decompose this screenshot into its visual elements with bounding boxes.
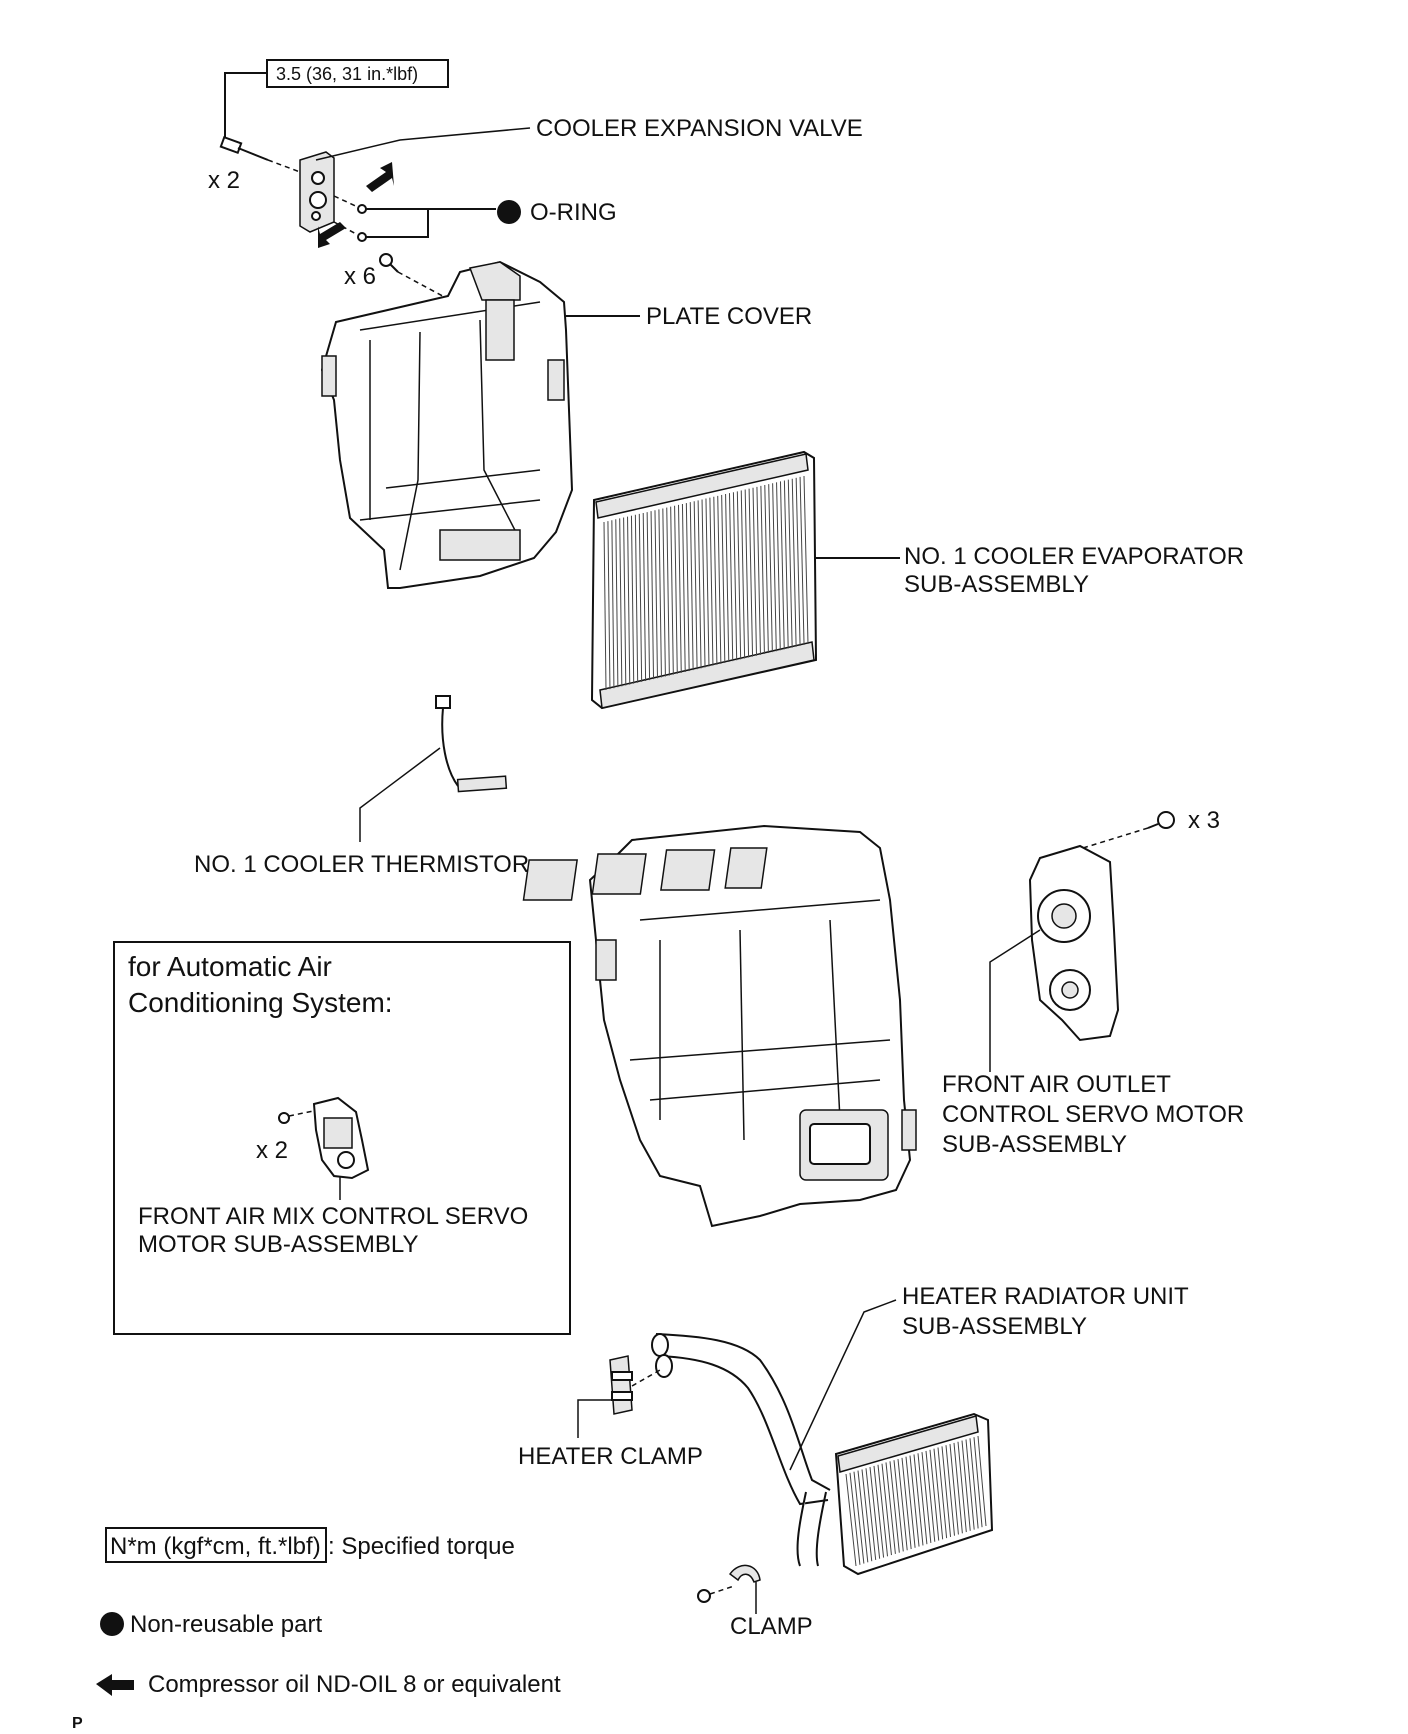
outlet-servo-motor-icon	[1028, 844, 1120, 1042]
label-clamp: CLAMP	[730, 1613, 813, 1640]
cooler-thermistor-icon	[435, 695, 508, 793]
label-heater-radiator-line1: HEATER RADIATOR UNIT	[902, 1283, 1189, 1310]
o-ring-icon	[357, 232, 367, 242]
label-outlet-servo-line3: SUB-ASSEMBLY	[942, 1131, 1127, 1158]
o-ring-icon	[357, 204, 367, 214]
label-o-ring: O-RING	[530, 199, 617, 226]
cooler-expansion-valve-icon	[299, 151, 335, 233]
oil-arrow-icon	[318, 222, 346, 248]
label-heater-clamp: HEATER CLAMP	[518, 1443, 703, 1470]
inset-title-line2: Conditioning System:	[128, 987, 393, 1018]
plate-cover-icon	[320, 260, 574, 589]
oil-arrow-icon	[96, 1674, 134, 1696]
legend: N*m (kgf*cm, ft.*lbf) : Specified torque…	[96, 1527, 561, 1698]
label-outlet-servo-line2: CONTROL SERVO MOTOR	[942, 1101, 1244, 1128]
legend-torque-text: : Specified torque	[328, 1533, 515, 1560]
mix-servo-screw-qty: x 2	[256, 1137, 288, 1164]
cooler-evaporator-icon	[590, 450, 818, 710]
label-evaporator-line1: NO. 1 COOLER EVAPORATOR	[904, 543, 1244, 570]
air-conditioning-case-icon	[522, 824, 917, 1228]
non-reusable-mark-icon	[497, 200, 521, 224]
corner-mark: P	[72, 1715, 83, 1732]
servo-screw-icon	[1069, 811, 1175, 853]
cover-screw-icon	[379, 253, 451, 301]
valve-bolt-qty: x 2	[208, 167, 240, 194]
label-evaporator-line2: SUB-ASSEMBLY	[904, 571, 1089, 598]
oil-arrow-icon	[366, 162, 394, 192]
legend-compressor-oil: Compressor oil ND-OIL 8 or equivalent	[148, 1671, 561, 1698]
legend-torque-unit: N*m (kgf*cm, ft.*lbf)	[110, 1533, 321, 1560]
label-thermistor: NO. 1 COOLER THERMISTOR	[194, 851, 529, 878]
non-reusable-mark-icon	[100, 1612, 124, 1636]
inset-title-line1: for Automatic Air	[128, 951, 332, 982]
clamp-icon	[697, 1564, 761, 1603]
label-heater-radiator-line2: SUB-ASSEMBLY	[902, 1313, 1087, 1340]
label-outlet-servo-line1: FRONT AIR OUTLET	[942, 1071, 1171, 1098]
servo-screw-qty: x 3	[1188, 807, 1220, 834]
inset-part-line2: MOTOR SUB-ASSEMBLY	[138, 1231, 419, 1258]
label-cooler-expansion-valve: COOLER EXPANSION VALVE	[536, 115, 863, 142]
heater-radiator-icon	[651, 1333, 994, 1576]
label-plate-cover: PLATE COVER	[646, 303, 812, 330]
mix-servo-screw-icon	[278, 1109, 319, 1124]
torque-callout: 3.5 (36, 31 in.*lbf)	[224, 59, 449, 140]
legend-non-reusable: Non-reusable part	[130, 1611, 322, 1638]
inset-part-line1: FRONT AIR MIX CONTROL SERVO	[138, 1203, 528, 1230]
torque-value: 3.5 (36, 31 in.*lbf)	[276, 64, 418, 84]
air-mix-servo-motor-icon	[312, 1096, 370, 1180]
valve-bolt-icon	[219, 135, 301, 173]
cover-screw-qty: x 6	[344, 263, 376, 290]
automatic-ac-inset: for Automatic Air Conditioning System: x…	[113, 941, 571, 1335]
heater-clamp-icon	[609, 1355, 661, 1415]
